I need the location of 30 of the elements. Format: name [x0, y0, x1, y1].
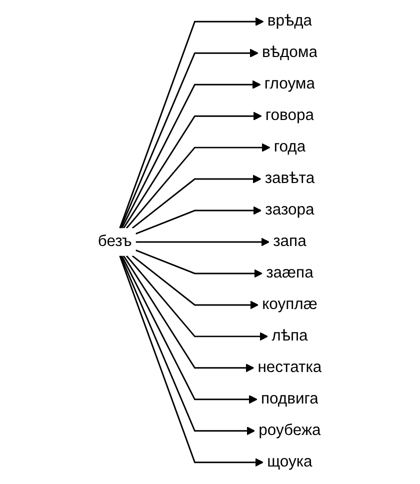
arrow — [136, 206, 262, 234]
arrow — [123, 112, 262, 229]
arrow — [119, 17, 264, 228]
node-text: года — [274, 138, 306, 156]
node-text: заæпа — [266, 264, 314, 282]
node-text: зазора — [265, 202, 314, 218]
arrow — [136, 250, 263, 278]
arrow — [123, 255, 254, 372]
node-text: нестатка — [258, 359, 322, 376]
node-text: лѣпа — [272, 328, 308, 344]
arrow — [132, 255, 259, 310]
node-text: роубежа — [258, 422, 321, 439]
arrow — [120, 48, 259, 229]
node-text: коуплæ — [262, 296, 318, 313]
node-text: подвига — [261, 390, 319, 408]
arrow — [136, 238, 270, 246]
node-text: щоука — [267, 454, 313, 470]
node-text: завѣта — [265, 170, 315, 187]
node-text: вѣдома — [262, 44, 318, 61]
node-text: врѣда — [268, 12, 312, 30]
node-text: говора — [266, 107, 314, 124]
arrow — [120, 255, 256, 436]
arrow — [119, 256, 264, 467]
arrow — [121, 255, 258, 404]
node-text: глоума — [264, 76, 316, 92]
arrow — [126, 255, 268, 341]
arrow — [132, 174, 262, 229]
arrow — [126, 143, 271, 229]
node-text: запа — [273, 233, 307, 250]
arrow — [121, 80, 262, 229]
